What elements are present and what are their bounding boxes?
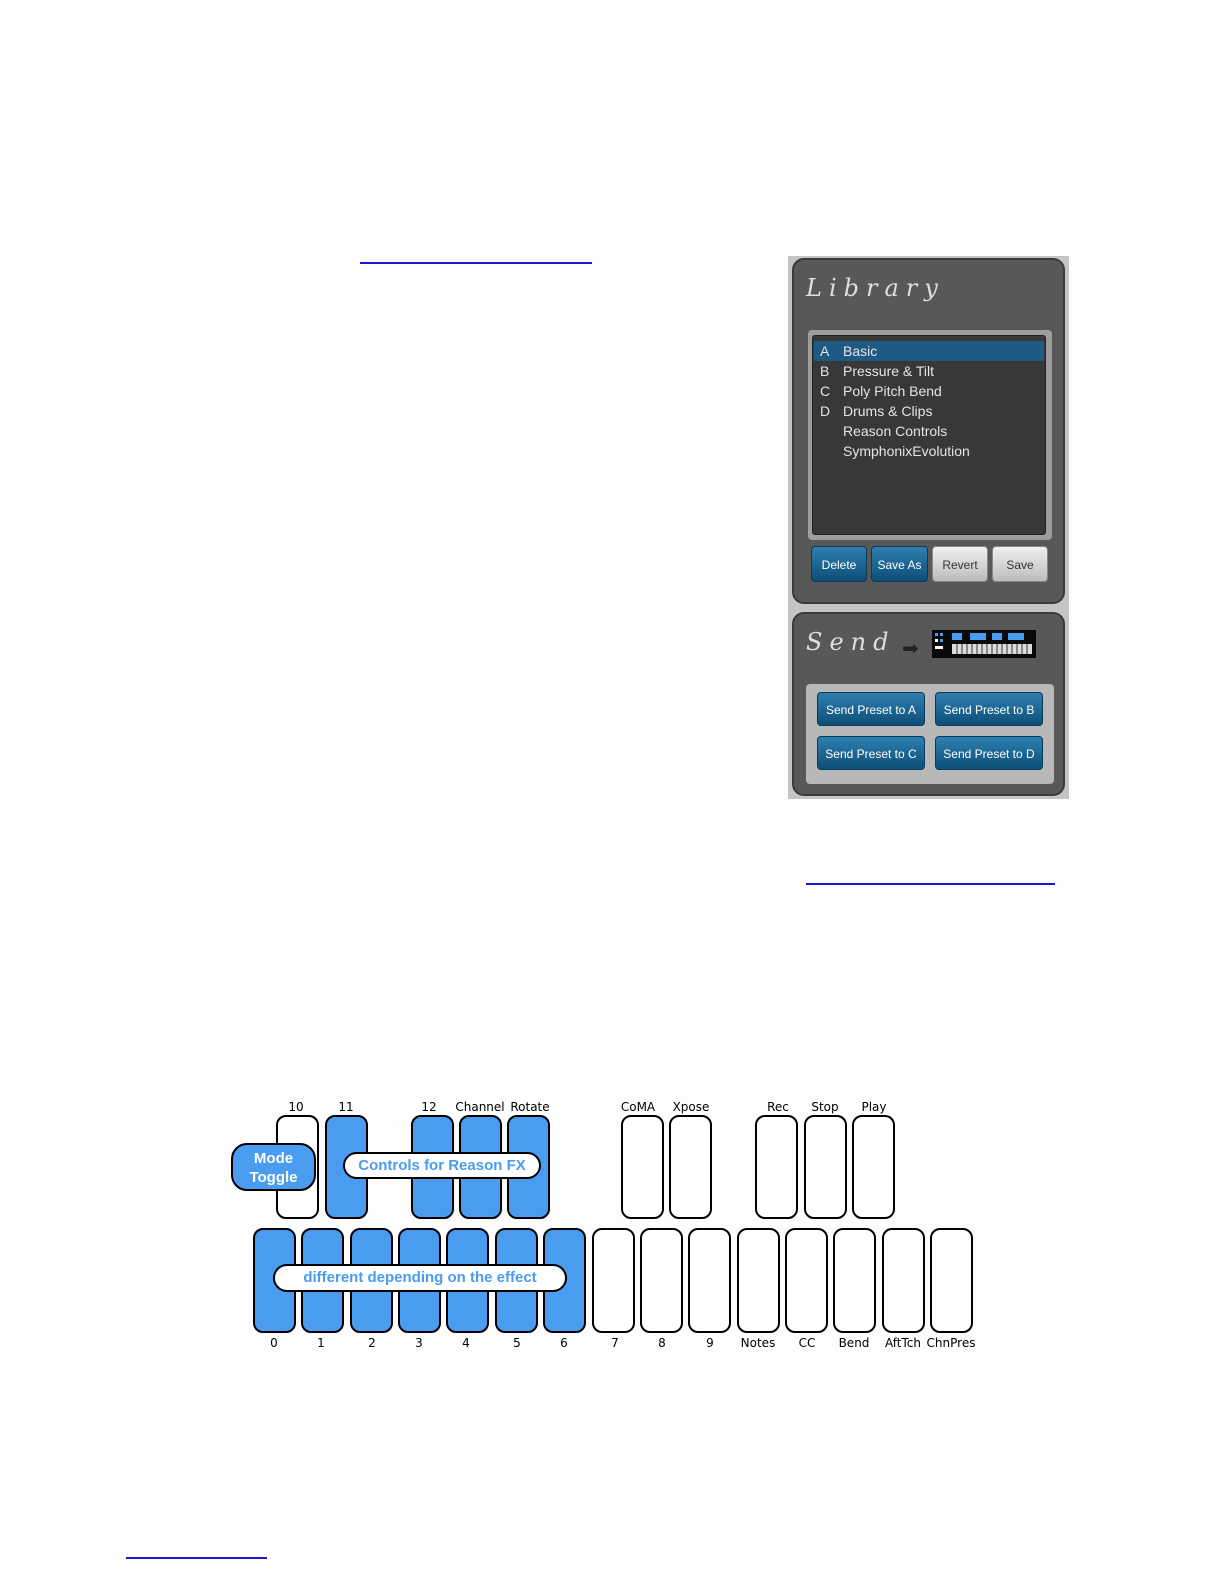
revert-button[interactable]: Revert xyxy=(932,546,988,582)
key-label: 3 xyxy=(415,1336,423,1350)
key-afttch[interactable] xyxy=(882,1228,925,1333)
key-10[interactable] xyxy=(276,1115,319,1219)
send-panel: Send ➡ Send Preset to A Send xyxy=(792,612,1065,796)
key-12[interactable] xyxy=(411,1115,454,1219)
key-label: 8 xyxy=(658,1336,666,1350)
link-underline[interactable] xyxy=(806,883,1055,885)
key-label: Stop xyxy=(811,1100,839,1114)
key-5[interactable] xyxy=(495,1228,538,1333)
key-rec[interactable] xyxy=(755,1115,798,1219)
key-bend[interactable] xyxy=(833,1228,876,1333)
delete-button[interactable]: Delete xyxy=(811,546,867,582)
effect-dependent-callout: different depending on the effect xyxy=(273,1264,567,1292)
send-buttons-frame: Send Preset to A Send Preset to B Send P… xyxy=(806,684,1054,784)
key-coma[interactable] xyxy=(621,1115,664,1219)
key-play[interactable] xyxy=(852,1115,895,1219)
key-stop[interactable] xyxy=(804,1115,847,1219)
send-title: Send xyxy=(806,628,896,656)
save-button[interactable]: Save xyxy=(992,546,1048,582)
mode-toggle-callout: Mode Toggle xyxy=(231,1143,316,1191)
send-preset-d-button[interactable]: Send Preset to D xyxy=(935,736,1043,770)
key-label: 11 xyxy=(338,1100,354,1114)
key-0[interactable] xyxy=(253,1228,296,1333)
key-xpose[interactable] xyxy=(669,1115,712,1219)
key-rotate[interactable] xyxy=(507,1115,550,1219)
key-label: CoMA xyxy=(620,1100,656,1114)
key-2[interactable] xyxy=(350,1228,393,1333)
key-7[interactable] xyxy=(592,1228,635,1333)
continuum-device-icon xyxy=(932,630,1036,658)
key-label: 10 xyxy=(288,1100,304,1114)
key-4[interactable] xyxy=(446,1228,489,1333)
controls-reason-fx-callout: Controls for Reason FX xyxy=(343,1152,541,1179)
key-label: 7 xyxy=(611,1336,619,1350)
key-3[interactable] xyxy=(398,1228,441,1333)
key-label: 5 xyxy=(513,1336,521,1350)
key-label: Xpose xyxy=(672,1100,710,1114)
key-label: AftTch xyxy=(885,1336,921,1350)
arrow-right-icon: ➡ xyxy=(902,638,919,660)
send-preset-c-button[interactable]: Send Preset to C xyxy=(817,736,925,770)
key-label: 2 xyxy=(368,1336,376,1350)
key-notes[interactable] xyxy=(737,1228,780,1333)
key-label: 1 xyxy=(317,1336,325,1350)
key-label: 6 xyxy=(560,1336,568,1350)
key-cc[interactable] xyxy=(785,1228,828,1333)
key-label: Notes xyxy=(740,1336,776,1350)
key-label: 9 xyxy=(706,1336,714,1350)
key-6[interactable] xyxy=(543,1228,586,1333)
send-preset-a-button[interactable]: Send Preset to A xyxy=(817,692,925,726)
preset-item[interactable]: SymphonixEvolution xyxy=(843,443,970,459)
key-label: 0 xyxy=(270,1336,278,1350)
key-8[interactable] xyxy=(640,1228,683,1333)
key-channel[interactable] xyxy=(459,1115,502,1219)
key-label: Rotate xyxy=(510,1100,550,1114)
key-9[interactable] xyxy=(688,1228,731,1333)
key-label: Bend xyxy=(838,1336,870,1350)
key-1[interactable] xyxy=(301,1228,344,1333)
key-label: CC xyxy=(798,1336,816,1350)
key-label: 12 xyxy=(421,1100,437,1114)
footnote-underline[interactable] xyxy=(126,1557,267,1559)
key-label: ChnPres xyxy=(926,1336,976,1350)
link-underline[interactable] xyxy=(360,262,592,264)
key-11[interactable] xyxy=(325,1115,368,1219)
send-preset-b-button[interactable]: Send Preset to B xyxy=(935,692,1043,726)
key-chnpres[interactable] xyxy=(930,1228,973,1333)
key-label: 4 xyxy=(462,1336,470,1350)
save-as-button[interactable]: Save As xyxy=(871,546,928,582)
library-title: Library xyxy=(806,274,945,302)
preset-item[interactable]: Reason Controls xyxy=(843,423,948,439)
key-label: Rec xyxy=(767,1100,789,1114)
key-label: Channel xyxy=(455,1100,505,1114)
key-label: Play xyxy=(861,1100,887,1114)
